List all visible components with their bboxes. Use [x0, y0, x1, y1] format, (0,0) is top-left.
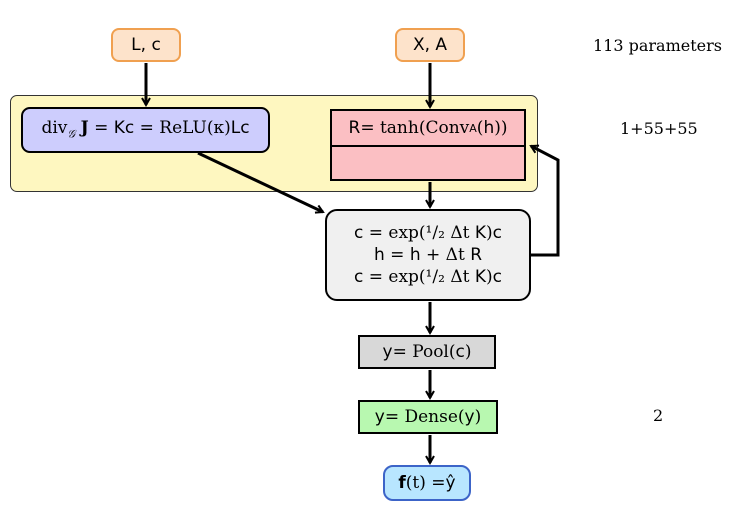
update-1-op: K	[474, 223, 486, 243]
update-line-2: h = h + Δt R	[374, 244, 482, 266]
update-2-mid: =	[384, 245, 410, 265]
dense-node: y = Dense(y)	[358, 400, 498, 434]
kc-term: Kc	[113, 118, 135, 139]
reaction-close: ))	[494, 118, 508, 138]
output-node: f(t) = ŷ	[383, 465, 471, 501]
lc-term: Lc	[230, 118, 250, 139]
relu-term: = ReLU(κ)	[134, 118, 231, 139]
pool-mid: = Pool(	[392, 342, 456, 362]
update-1-var: c	[492, 223, 502, 243]
output-rest: (t) =	[405, 473, 446, 493]
div-subscript: 𝒢	[67, 127, 76, 141]
dense-param-label: 2	[653, 406, 664, 425]
pool-node: y = Pool(c)	[358, 335, 496, 369]
update-line-3: c = exp(¹/₂ Δt K)c	[354, 266, 502, 288]
pool-lhs: y	[382, 342, 393, 362]
divergence-formula: div𝒢 J = Kc = ReLU(κ)Lc	[41, 118, 249, 141]
update-3-op: K	[474, 267, 486, 287]
update-1-end: )	[486, 223, 493, 243]
update-1-mid: = exp(¹/₂ Δt	[363, 223, 475, 243]
pool-arg: c	[455, 342, 465, 362]
reaction-subscript: A	[469, 121, 477, 135]
reaction-arg: h	[483, 118, 495, 138]
reaction-conv: = tanh(Conv	[360, 118, 470, 138]
splitting-update-node: c = exp(¹/₂ Δt K)c h = h + Δt R c = exp(…	[325, 209, 531, 301]
output-yhat: ŷ	[445, 473, 456, 493]
arrow-div-to-update	[197, 151, 323, 212]
pool-end: )	[464, 342, 472, 362]
input-xa-label: X, A	[412, 35, 448, 55]
param-count-label: 113 parameters	[593, 36, 722, 55]
update-3-var: c	[492, 267, 502, 287]
flux-symbol: J	[80, 118, 89, 139]
update-2-r: R	[470, 245, 482, 265]
update-2-lhs: h	[373, 245, 385, 265]
dense-mid: = Dense(	[384, 407, 465, 427]
input-lc-label: L, c	[131, 35, 161, 55]
update-3-end: )	[486, 267, 493, 287]
update-line-1: c = exp(¹/₂ Δt K)c	[354, 222, 502, 244]
output-f: f	[398, 473, 406, 493]
param-breakdown-label: 1+55+55	[620, 119, 698, 138]
reaction-lhs: R	[348, 118, 361, 138]
input-node-xa: X, A	[395, 28, 465, 62]
divergence-node: div𝒢 J = Kc = ReLU(κ)Lc	[21, 107, 270, 153]
input-node-lc: L, c	[111, 28, 181, 62]
arrow-feedback	[531, 144, 560, 257]
eq-sign: =	[88, 118, 114, 139]
dense-end: )	[474, 407, 482, 427]
reaction-paren: (	[476, 118, 484, 138]
update-2-h: h	[409, 245, 421, 265]
update-3-mid: = exp(¹/₂ Δt	[363, 267, 475, 287]
dense-lhs: y	[374, 407, 385, 427]
dense-arg: y	[464, 407, 475, 427]
update-3-lhs: c	[353, 267, 364, 287]
update-1-lhs: c	[353, 223, 364, 243]
update-2-plus: + Δt	[420, 245, 471, 265]
div-operator: div	[41, 118, 68, 139]
